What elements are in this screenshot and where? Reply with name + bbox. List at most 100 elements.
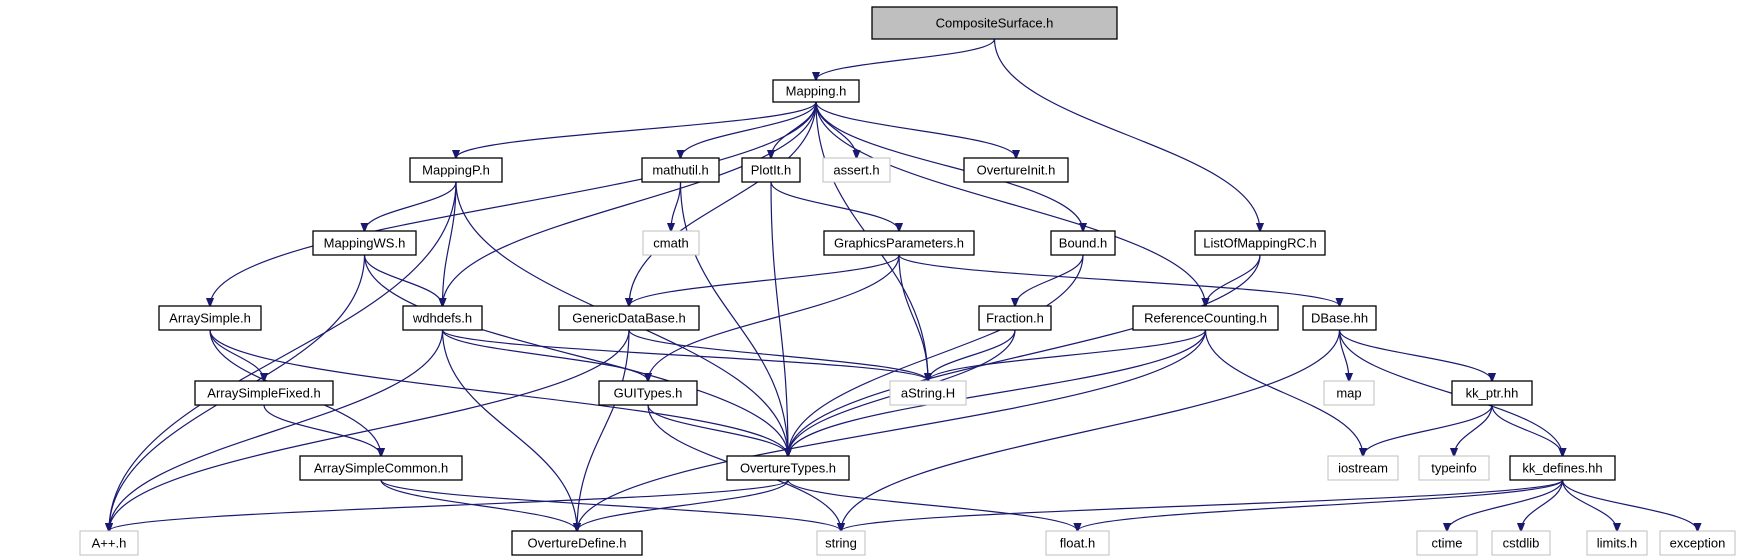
node-box [511, 530, 643, 556]
node-box [1491, 530, 1551, 556]
edge-array-simple-fixed-to-array-simple-common [263, 404, 381, 456]
node-generic-data-base[interactable]: GenericDataBase.h [558, 305, 700, 331]
node-ctime: ctime [1416, 530, 1478, 556]
node-mapping-ws[interactable]: MappingWS.h [312, 230, 417, 256]
node-bound[interactable]: Bound.h [1050, 230, 1116, 256]
edge-composite-surface-to-mapping [816, 38, 996, 80]
node-box [772, 79, 860, 103]
node-mathutil[interactable]: mathutil.h [641, 157, 720, 183]
edge-kk-defines-to-limits [1561, 479, 1618, 531]
edge-list-of-mapping-rc-to-reference-counting [1206, 254, 1261, 306]
edge-kk-defines-to-string [841, 479, 1564, 531]
edge-mapping-to-mathutil [681, 101, 817, 158]
node-box [158, 305, 262, 331]
node-label: wdhdefs.h [412, 311, 472, 326]
edge-mapping-p-to-mapping-ws [365, 181, 457, 231]
node-float: float.h [1045, 530, 1110, 556]
node-label: Bound.h [1059, 236, 1107, 251]
node-overture-types[interactable]: OvertureTypes.h [726, 455, 850, 481]
edge-kk-defines-to-exception [1561, 479, 1698, 531]
node-label: GraphicsParameters.h [834, 236, 964, 251]
node-label: OvertureTypes.h [740, 461, 836, 476]
node-dbase[interactable]: DBase.hh [1302, 305, 1377, 331]
edge-reference-counting-to-a-string [928, 329, 1207, 381]
node-overture-init[interactable]: OvertureInit.h [963, 157, 1069, 183]
node-array-simple-fixed[interactable]: ArraySimpleFixed.h [194, 380, 334, 406]
node-composite-surface[interactable]: CompositeSurface.h [871, 6, 1118, 40]
node-label: ArraySimpleFixed.h [207, 386, 320, 401]
node-reference-counting[interactable]: ReferenceCounting.h [1132, 305, 1279, 331]
edge-graphics-parameters-to-generic-data-base [629, 254, 900, 306]
node-box [1327, 455, 1399, 481]
node-cmath: cmath [642, 230, 700, 256]
node-box [642, 230, 700, 256]
node-box [963, 157, 1069, 183]
node-kk-ptr[interactable]: kk_ptr.hh [1451, 380, 1533, 406]
node-box [1194, 230, 1326, 256]
node-label: cmath [653, 236, 688, 251]
edge-mapping-to-reference-counting [815, 101, 1206, 306]
node-label: ReferenceCounting.h [1144, 311, 1267, 326]
node-label: limits.h [1597, 536, 1637, 551]
node-label: ListOfMappingRC.h [1203, 236, 1316, 251]
edge-list-of-mapping-rc-to-overture-types [788, 254, 1261, 456]
edge-wdhdefs-to-a-string [441, 329, 929, 381]
node-wdhdefs[interactable]: wdhdefs.h [402, 305, 483, 331]
node-iostream: iostream [1327, 455, 1399, 481]
node-label: aString.H [901, 386, 955, 401]
node-box [79, 530, 139, 556]
node-graphics-parameters[interactable]: GraphicsParameters.h [823, 230, 975, 256]
node-app: A++.h [79, 530, 139, 556]
node-mapping-p[interactable]: MappingP.h [409, 157, 503, 183]
edge-kk-defines-to-float [1078, 479, 1564, 531]
edge-plot-it-to-overture-types [770, 181, 788, 456]
edge-kk-defines-to-cstdlib [1521, 479, 1564, 531]
node-label: PlotIt.h [751, 163, 791, 178]
node-exception: exception [1659, 530, 1736, 556]
edge-reference-counting-to-overture-types [788, 329, 1207, 456]
node-box [741, 157, 801, 183]
node-label: DBase.hh [1311, 311, 1368, 326]
node-mapping[interactable]: Mapping.h [772, 79, 860, 103]
edge-mapping-to-mapping-p [456, 101, 817, 158]
node-typeinfo: typeinfo [1418, 455, 1490, 481]
node-label: mathutil.h [652, 163, 708, 178]
node-label: map [1336, 386, 1361, 401]
edge-mapping-to-array-simple [210, 101, 817, 306]
node-box [1509, 455, 1616, 481]
node-array-simple[interactable]: ArraySimple.h [158, 305, 262, 331]
node-guitypes[interactable]: GUITypes.h [598, 380, 698, 406]
node-label: MappingP.h [422, 163, 490, 178]
node-box [1323, 380, 1375, 406]
node-box [1659, 530, 1736, 556]
node-label: kk_defines.hh [1522, 461, 1602, 476]
node-label: GenericDataBase.h [572, 311, 685, 326]
node-box [1586, 530, 1648, 556]
node-box [598, 380, 698, 406]
edge-mathutil-to-overture-types [679, 181, 789, 456]
node-fraction[interactable]: Fraction.h [978, 305, 1052, 331]
edge-kk-ptr-to-typeinfo [1454, 404, 1493, 456]
edge-array-simple-common-to-overture-define [380, 479, 577, 531]
edge-mapping-to-wdhdefs [443, 101, 817, 306]
node-overture-define[interactable]: OvertureDefine.h [511, 530, 643, 556]
node-label: ArraySimpleCommon.h [314, 461, 448, 476]
node-label: CompositeSurface.h [936, 16, 1054, 31]
edge-overture-types-to-float [787, 479, 1078, 531]
edge-reference-counting-to-iostream [1204, 329, 1364, 456]
node-plot-it[interactable]: PlotIt.h [741, 157, 801, 183]
node-array-simple-common[interactable]: ArraySimpleCommon.h [299, 455, 463, 481]
node-list-of-mapping-rc[interactable]: ListOfMappingRC.h [1194, 230, 1326, 256]
node-string: string [816, 530, 866, 556]
node-kk-defines[interactable]: kk_defines.hh [1509, 455, 1616, 481]
edge-wdhdefs-to-overture-define [441, 329, 578, 531]
node-label: iostream [1338, 461, 1388, 476]
edge-mapping-p-to-app [109, 181, 457, 531]
node-box [823, 230, 975, 256]
edge-graphics-parameters-to-guitypes [648, 254, 900, 381]
edge-array-simple-to-overture-types [209, 329, 788, 456]
edge-composite-surface-to-list-of-mapping-rc [993, 38, 1261, 231]
node-label: cstdlib [1503, 536, 1540, 551]
edge-array-simple-to-array-simple-fixed [209, 329, 264, 381]
